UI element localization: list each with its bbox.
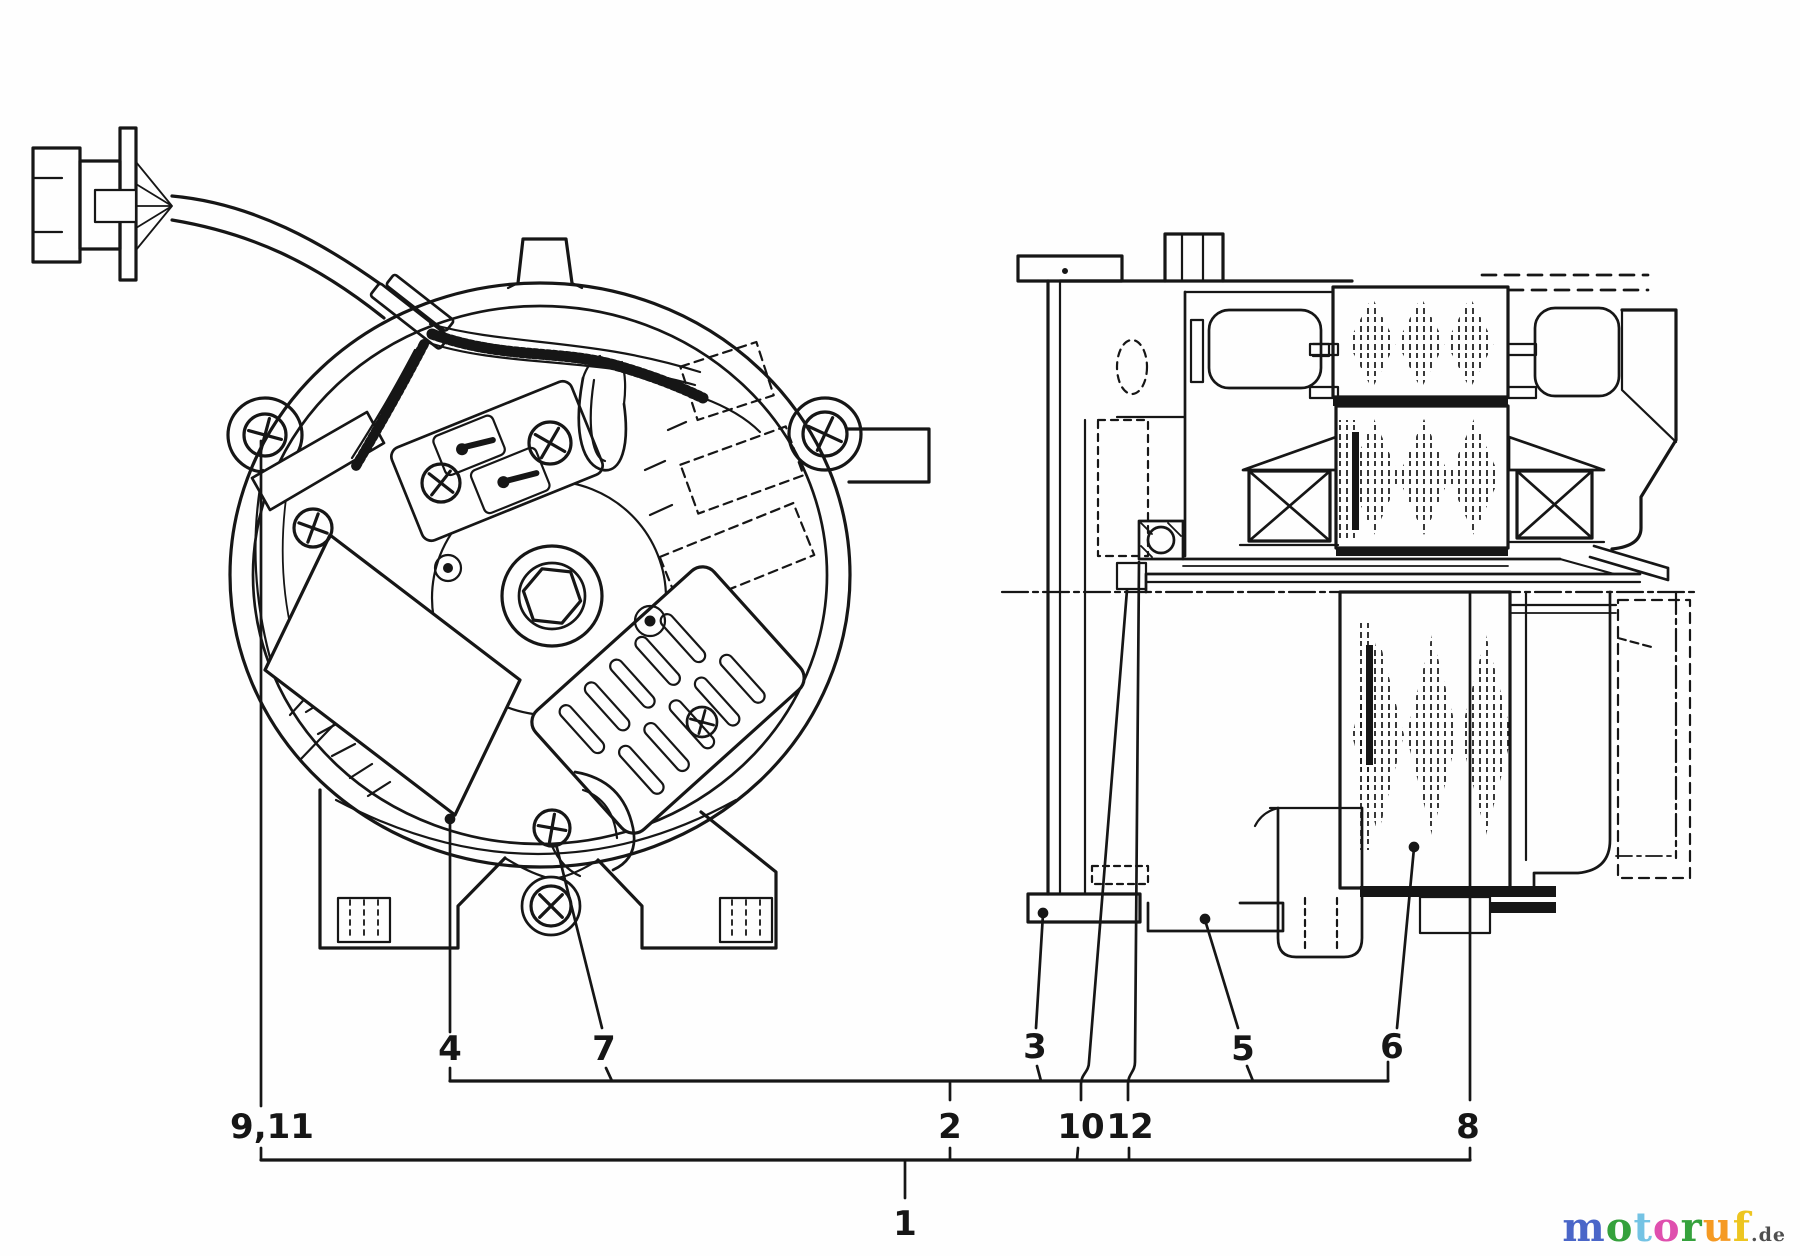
- callout-1: 1: [893, 1204, 917, 1244]
- screw-upper-left: [292, 507, 334, 549]
- side-top-lug: [1163, 232, 1225, 283]
- logo-letter: r: [1680, 1204, 1703, 1251]
- field-coils: [1238, 435, 1606, 547]
- lower-half-section: [1090, 590, 1692, 959]
- fan-rivets: [433, 553, 667, 638]
- rear-end-frame: [1480, 273, 1678, 582]
- terminal-block: [250, 379, 604, 543]
- callout-4: 4: [438, 1029, 462, 1069]
- callout-7: 7: [592, 1029, 616, 1069]
- logo-letter: m: [1562, 1204, 1606, 1251]
- mount-tab-right: [845, 427, 931, 484]
- logo-letter: o: [1652, 1204, 1681, 1251]
- screw-bottom-plus: [532, 808, 572, 848]
- front-end-frame: [1016, 232, 1354, 924]
- side-view: [1000, 232, 1698, 959]
- shaft-hub: [500, 544, 604, 648]
- logo-letter: f: [1732, 1204, 1751, 1251]
- callout-3: 3: [1023, 1027, 1047, 1067]
- logo-letter: u: [1702, 1204, 1733, 1251]
- callout-9-11: 9,11: [230, 1107, 314, 1147]
- front-rim: [228, 237, 852, 869]
- callout-leaders: [259, 439, 1472, 1200]
- harness-cable: [170, 194, 455, 350]
- screw-terminal-plus: [527, 420, 573, 466]
- callout-5: 5: [1231, 1029, 1255, 1069]
- screws-front: [242, 410, 849, 928]
- stator-rotor-blocks: [1308, 285, 1538, 556]
- top-lug: [516, 237, 574, 285]
- leader-5: [1203, 918, 1255, 1083]
- leader-10: [1075, 588, 1129, 1162]
- motoruf-watermark: motoruf.de: [1562, 1208, 1786, 1248]
- callout-12: 12: [1106, 1107, 1153, 1147]
- internal-wiring: [350, 322, 762, 878]
- logo-letter: o: [1605, 1204, 1634, 1251]
- hidden-dashed-top: [1480, 273, 1650, 292]
- bearing-and-shaft: [1115, 519, 1642, 594]
- callout-10: 10: [1057, 1107, 1104, 1147]
- screw-terminal-x: [420, 462, 462, 504]
- screw-ear-right: [801, 410, 849, 458]
- rear-frame-foot: [1146, 901, 1285, 933]
- callout-6: 6: [1380, 1027, 1404, 1067]
- screw-ear-left: [242, 412, 288, 458]
- leader-7: [554, 842, 614, 1083]
- callout-8: 8: [1456, 1107, 1480, 1147]
- brush-channel: [1276, 806, 1364, 959]
- shaft-nut-hex: [521, 567, 583, 625]
- screw-rectifier: [685, 705, 719, 739]
- brush-holder-plate: [263, 533, 522, 817]
- leader-6: [1386, 846, 1416, 1083]
- logo-suffix: .de: [1751, 1224, 1786, 1246]
- wiring-connector: [31, 126, 173, 282]
- rectifier-plate: [530, 565, 806, 835]
- front-view: [226, 237, 931, 950]
- hidden-pulley-outline: [1616, 598, 1692, 880]
- callout-2: 2: [938, 1107, 962, 1147]
- callout-labels: 4 7 3 5 6 9,11 2 10 12 8 1: [230, 1027, 1480, 1244]
- logo-letter: t: [1633, 1204, 1653, 1251]
- leader-3: [1034, 912, 1045, 1083]
- mounting-feet: [318, 788, 778, 950]
- connector-wires: [135, 161, 173, 251]
- leader-12: [1126, 560, 1141, 1162]
- stay-strip: [250, 410, 386, 512]
